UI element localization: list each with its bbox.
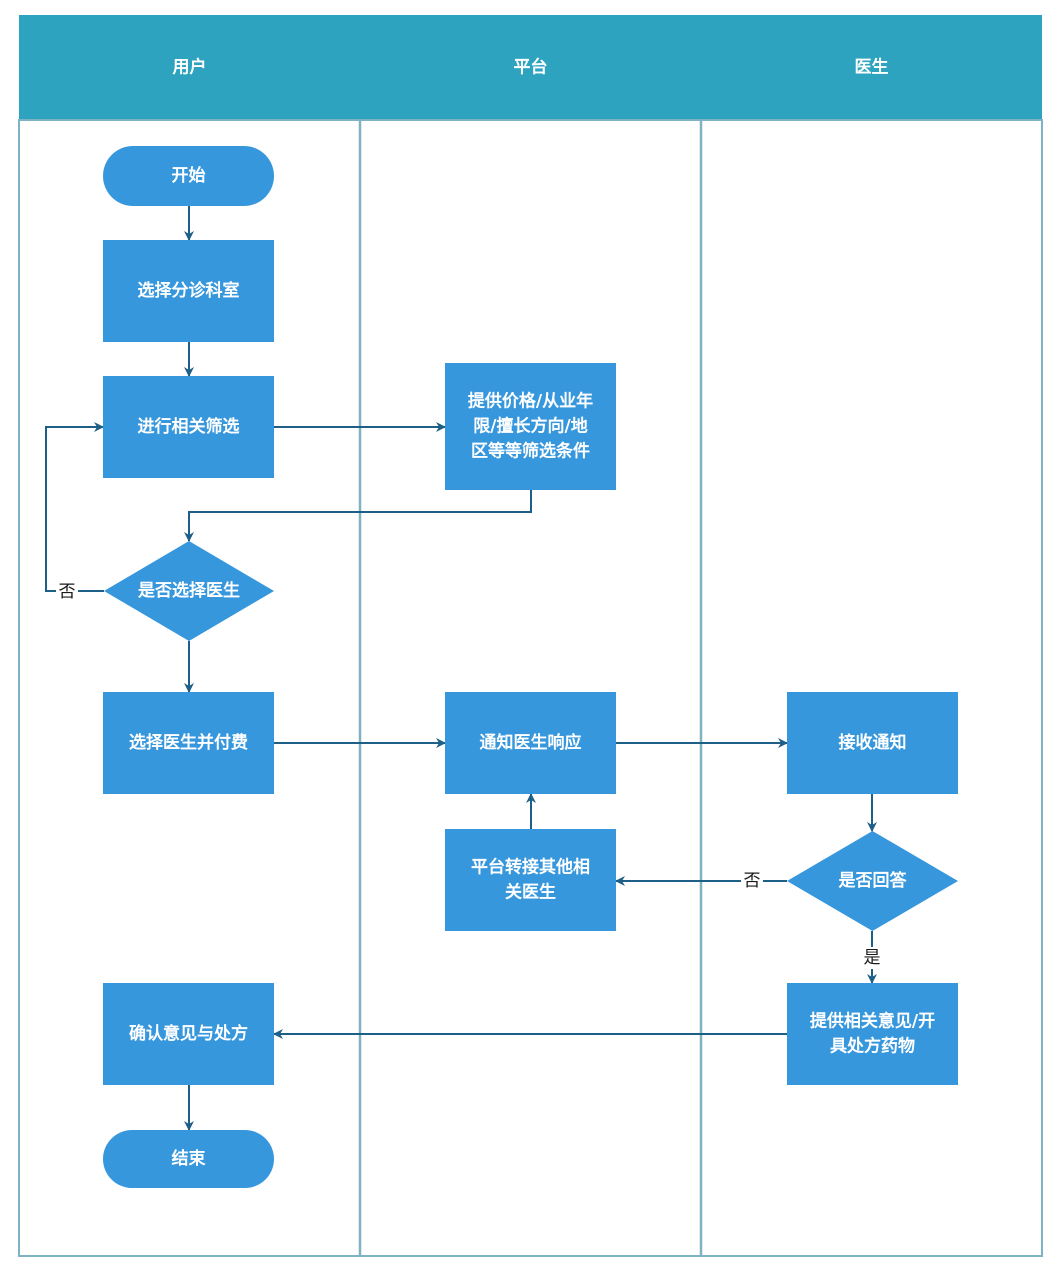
lane-title-platform: 平台 (514, 57, 548, 78)
node-label-line: 选择分诊科室 (138, 280, 240, 301)
terminator-shape (103, 1130, 274, 1188)
node-start[interactable]: 开始 (103, 146, 274, 206)
node-label-line: 提供价格/从业年 (468, 391, 593, 412)
edge-label-answer_q-to-transfer: 否 (744, 871, 761, 891)
node-receive[interactable]: 接收通知 (787, 692, 958, 794)
process-shape (103, 240, 274, 342)
swimlanes: 用户 平台 医生 (18, 15, 1043, 1257)
node-label-line: 限/擅长方向/地 (473, 416, 587, 437)
node-choose-doctor-q[interactable]: 是否选择医生 (104, 541, 274, 641)
decision-shape (787, 831, 958, 931)
nodes: 开始选择分诊科室进行相关筛选提供价格/从业年限/擅长方向/地区等等筛选条件是否选… (103, 146, 958, 1188)
node-answer-q[interactable]: 是否回答 (787, 831, 958, 931)
node-label-line: 开始 (172, 165, 206, 186)
node-label-line: 平台转接其他相 (471, 857, 590, 878)
process-shape (103, 983, 274, 1085)
lane-title-user: 用户 (173, 57, 207, 78)
edge-label-bg (861, 947, 883, 969)
lane-title-doctor: 医生 (855, 57, 889, 78)
process-shape (787, 692, 958, 794)
node-label-line: 是否选择医生 (138, 580, 240, 601)
node-filter[interactable]: 进行相关筛选 (103, 376, 274, 478)
node-label-line: 具处方药物 (829, 1036, 915, 1057)
node-label-line: 区等等筛选条件 (471, 441, 590, 462)
node-label-line: 进行相关筛选 (138, 416, 240, 437)
node-label-line: 通知医生响应 (480, 732, 582, 753)
decision-shape (104, 541, 274, 641)
process-shape (445, 363, 616, 490)
node-select-dept[interactable]: 选择分诊科室 (103, 240, 274, 342)
edge-labels: 否否是 (56, 581, 883, 969)
node-label-line: 关医生 (505, 882, 556, 903)
edge-label-choose_doctor_q-to-filter: 否 (59, 582, 76, 602)
edge-label-bg (741, 870, 763, 892)
node-confirm[interactable]: 确认意见与处方 (103, 983, 274, 1085)
node-label-line: 接收通知 (839, 732, 907, 753)
process-shape (445, 829, 616, 931)
process-shape (103, 376, 274, 478)
process-shape (103, 692, 274, 794)
node-label-line: 结束 (172, 1148, 206, 1169)
node-select-pay[interactable]: 选择医生并付费 (103, 692, 274, 794)
node-label-line: 确认意见与处方 (129, 1023, 248, 1044)
node-label-line: 是否回答 (839, 870, 908, 891)
lane-body-frame (18, 119, 1043, 1257)
edge-label-answer_q-to-advice: 是 (864, 948, 881, 968)
edge-provide_conditions-to-choose_doctor_q (184, 490, 532, 542)
edge-choose_doctor_q-to-filter (45, 422, 104, 592)
node-notify[interactable]: 通知医生响应 (445, 692, 616, 794)
edge-label-bg (56, 581, 78, 603)
lane-header-band (19, 15, 1042, 120)
node-end[interactable]: 结束 (103, 1130, 274, 1188)
process-shape (445, 692, 616, 794)
node-label-line: 提供相关意见/开 (810, 1011, 935, 1032)
process-shape (787, 983, 958, 1085)
node-label-line: 选择医生并付费 (129, 732, 248, 753)
terminator-shape (103, 146, 274, 206)
